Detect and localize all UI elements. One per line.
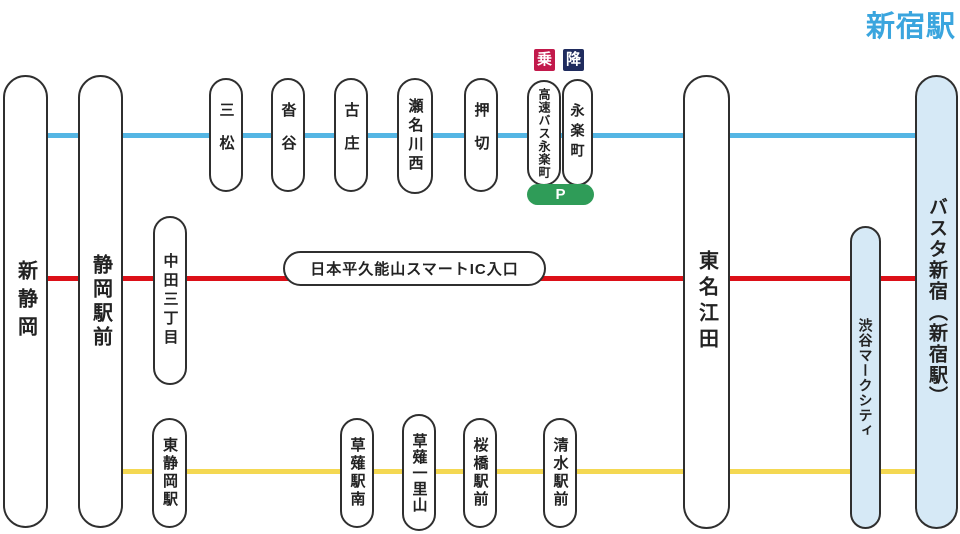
board-badge: 乗 [534, 49, 555, 71]
station-shizuoka-ekimae: 静岡駅前 [78, 75, 123, 528]
yellow-route-line [98, 469, 936, 474]
alight-badge: 降 [563, 49, 584, 71]
parking-marker: P [527, 184, 594, 205]
station-nihondaira-kunozan-smart-ic: 日本平久能山スマートIC入口 [283, 251, 546, 286]
station-furusho-label: 古庄 [342, 102, 360, 168]
station-kusanagi-ichiriyama-label: 草薙一里山 [410, 432, 428, 513]
station-shin-shizuoka: 新静岡 [3, 75, 48, 528]
station-oshikiri: 押切 [464, 78, 498, 192]
station-kosoku-bus-eirakucho-label: 高速バス永楽町 [537, 87, 551, 179]
station-kutsunoya: 沓谷 [271, 78, 305, 192]
station-eirakucho: 永楽町 [562, 79, 593, 186]
station-shimizu-ekimae: 清水駅前 [543, 418, 577, 528]
station-kusanagi-eki-minami-label: 草薙駅南 [348, 437, 366, 509]
station-busta-shinjuku: バスタ新宿（新宿駅） [915, 75, 958, 529]
station-busta-shinjuku-label: バスタ新宿（新宿駅） [926, 197, 947, 407]
station-shin-shizuoka-label: 新静岡 [14, 259, 37, 344]
station-tomei-eda-label: 東名江田 [695, 250, 718, 354]
station-mitsumatsu: 三松 [209, 78, 243, 192]
station-nihondaira-kunozan-smart-ic-label: 日本平久能山スマートIC入口 [310, 261, 519, 278]
station-shibuya-mark-city-label: 渋谷マークシティ [857, 317, 874, 438]
station-nakada-3chome-label: 中田三丁目 [161, 253, 179, 348]
station-kusanagi-eki-minami: 草薙駅南 [340, 418, 374, 528]
station-tomei-eda: 東名江田 [683, 75, 730, 529]
station-kutsunoya-label: 沓谷 [279, 102, 297, 168]
station-mitsumatsu-label: 三松 [217, 102, 235, 168]
station-shimizu-ekimae-label: 清水駅前 [551, 437, 569, 509]
station-kosoku-bus-eirakucho: 高速バス永楽町 [527, 80, 561, 186]
station-shibuya-mark-city: 渋谷マークシティ [850, 226, 881, 529]
station-higashi-shizuoka-eki: 東静岡駅 [152, 418, 187, 528]
station-higashi-shizuoka-eki-label: 東静岡駅 [161, 437, 178, 509]
station-sakurabashi-ekimae: 桜橋駅前 [463, 418, 497, 528]
station-eirakucho-label: 永楽町 [569, 102, 586, 163]
station-senagawa-nishi: 瀬名川西 [397, 78, 433, 194]
station-shizuoka-ekimae-label: 静岡駅前 [89, 253, 112, 350]
station-sakurabashi-ekimae-label: 桜橋駅前 [471, 437, 489, 509]
station-oshikiri-label: 押切 [472, 102, 490, 168]
page-title: 新宿駅 [865, 11, 956, 43]
station-kusanagi-ichiriyama: 草薙一里山 [402, 414, 436, 531]
station-furusho: 古庄 [334, 78, 368, 192]
station-nakada-3chome: 中田三丁目 [153, 216, 187, 385]
station-senagawa-nishi-label: 瀬名川西 [406, 98, 424, 174]
